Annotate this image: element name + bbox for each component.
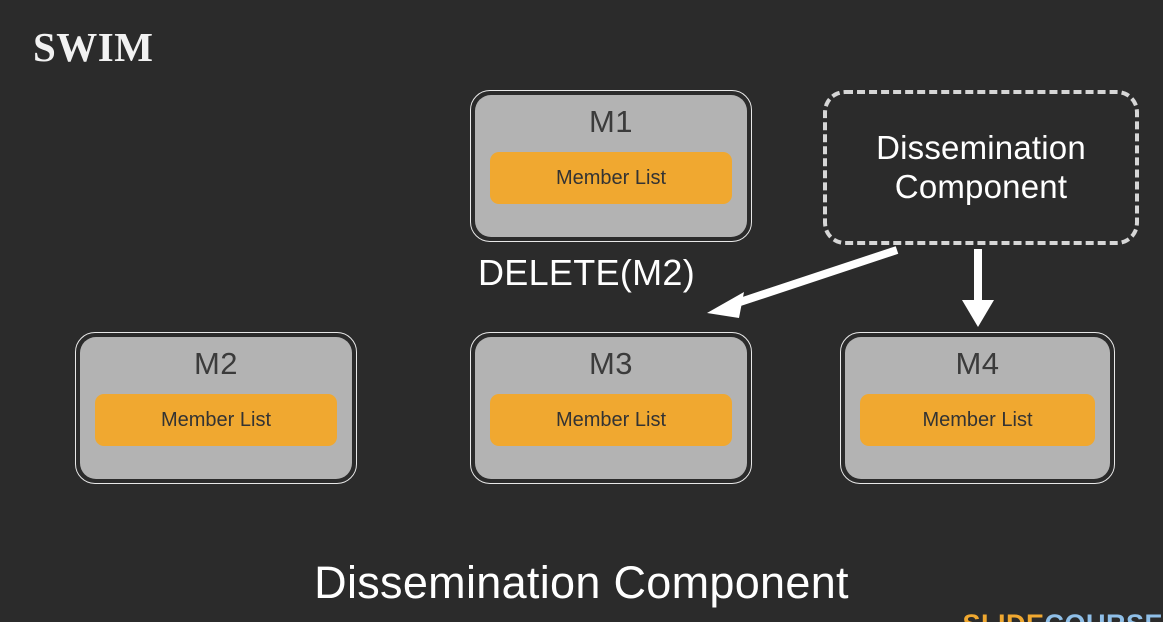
arrow-to-m3 [707, 246, 899, 318]
node-m2-member-list[interactable]: Member List [94, 394, 338, 446]
node-m3-label: M3 [588, 346, 634, 381]
footer-text-clipped: SLIDECOURSE [962, 611, 1163, 622]
dissemination-component-box[interactable]: Dissemination Component [823, 90, 1139, 245]
bottom-caption: Dissemination Component [314, 557, 849, 608]
node-m4-body: M4 Member List [845, 337, 1110, 479]
node-m3[interactable]: M3 Member List [470, 332, 752, 484]
dissemination-component-text: Dissemination Component [876, 129, 1086, 207]
footer-text-orange: SLIDE [962, 609, 1044, 622]
arrow-to-m4 [962, 249, 994, 327]
node-m4-label: M4 [955, 346, 1000, 381]
node-m2[interactable]: M2 Member List [75, 332, 357, 484]
node-m4[interactable]: M4 Member List [840, 332, 1115, 484]
page-title: SWIM [33, 24, 154, 70]
node-m1[interactable]: M1 Member List [470, 90, 752, 242]
node-m1-member-list[interactable]: Member List [489, 152, 733, 204]
footer-text-blue: COURSE [1044, 609, 1163, 622]
node-m2-body: M2 Member List [80, 337, 352, 479]
node-m3-body: M3 Member List [475, 337, 747, 479]
node-m2-label: M2 [193, 346, 239, 381]
node-m1-body: M1 Member List [475, 95, 747, 237]
delete-message-label: DELETE(M2) [478, 252, 696, 293]
node-m4-member-list[interactable]: Member List [859, 394, 1096, 446]
dissemination-line-2: Component [894, 167, 1068, 205]
node-m3-member-list[interactable]: Member List [489, 394, 733, 446]
dissemination-line-1: Dissemination [876, 128, 1086, 166]
node-m1-label: M1 [588, 104, 634, 139]
